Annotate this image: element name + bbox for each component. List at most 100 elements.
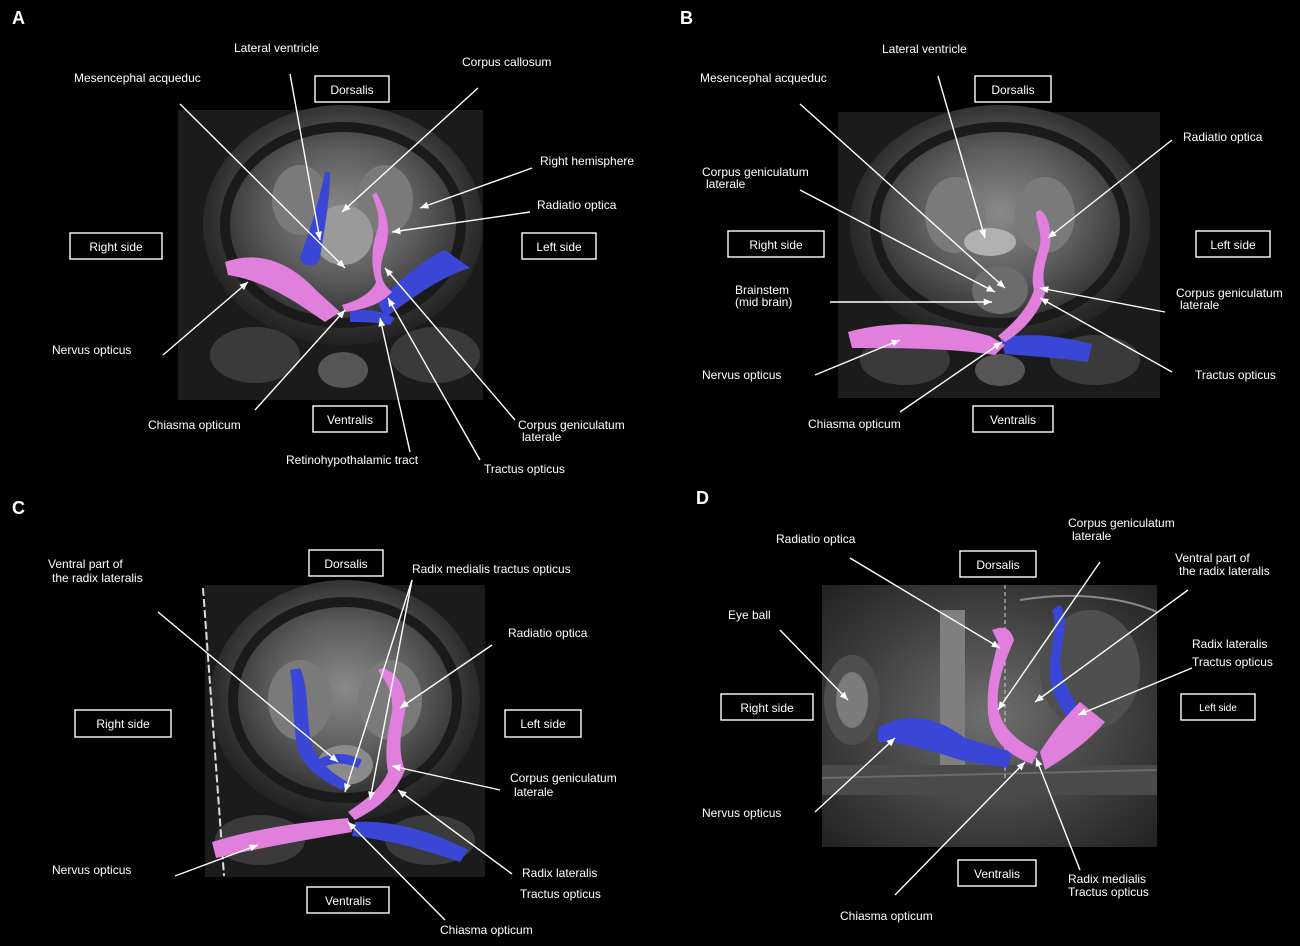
panel-c-right-side-label: Right side: [96, 717, 150, 731]
panel-c-leader-lines: [157, 579, 513, 921]
panel-c-label-chiasma-opticum: Chiasma opticum: [440, 923, 533, 937]
panel-c-left-side-label: Left side: [520, 717, 566, 731]
panel-d-dorsalis-label: Dorsalis: [976, 558, 1019, 572]
panel-a-ventralis-label: Ventralis: [327, 413, 373, 427]
panel-d-mri-image: [821, 585, 1158, 847]
panel-b-dorsalis-box: [974, 75, 1052, 103]
panel-c-label-radix-medialis: Radix medialis tractus opticus: [412, 562, 571, 576]
panel-d-label-radiatio-optica: Radiatio optica: [776, 532, 856, 546]
panel-d-right-side-box: [720, 693, 814, 721]
panel-a-ventralis-box: [312, 405, 388, 433]
panel-c-label-cgl-line2: laterale: [514, 785, 554, 799]
panel-d-label-radix-lateralis-line1: Radix lateralis: [1192, 637, 1267, 651]
panel-b-label-tractus-opticus: Tractus opticus: [1195, 368, 1276, 382]
panel-b-right-side-label: Right side: [749, 238, 803, 252]
panel-d-leader-lines: [779, 557, 1193, 896]
panel-d-label-chiasma-opticum: Chiasma opticum: [840, 909, 933, 923]
panel-a-label-cgl-line2: laterale: [522, 430, 562, 444]
panel-c-label-cgl-line1: Corpus geniculatum: [510, 771, 617, 785]
panel-a-left-side-label: Left side: [536, 240, 582, 254]
panel-d-letter: D: [696, 488, 709, 508]
panel-d-pink-nerve: [1040, 702, 1105, 770]
panel-a-label-chiasma-opticum: Chiasma opticum: [148, 418, 241, 432]
panel-c-blue-nerve: [352, 821, 468, 862]
panel-a-label-right-hemisphere: Right hemisphere: [540, 154, 634, 168]
panel-b-mri-image: [838, 105, 1160, 398]
panel-d-fiber-tracts: [878, 605, 1105, 770]
panel-a-dorsalis-label: Dorsalis: [330, 83, 373, 97]
panel-d-label-nervus-opticus: Nervus opticus: [702, 806, 781, 820]
panel-a-label-nervus-opticus: Nervus opticus: [52, 343, 131, 357]
panel-c-ventralis-label: Ventralis: [325, 894, 371, 908]
panel-b-left-side-box: [1195, 230, 1271, 258]
panel-c-fiber-tracts: [212, 668, 468, 862]
panel-a-label-retinohypothalamic: Retinohypothalamic tract: [286, 453, 419, 467]
panel-c-blue-branch: [318, 754, 362, 768]
panel-d-left-side-box: [1180, 693, 1256, 721]
panel-b-ventralis-label: Ventralis: [990, 413, 1036, 427]
panel-a-mri-image: [178, 105, 483, 400]
panel-b-label-chiasma-opticum: Chiasma opticum: [808, 417, 901, 431]
panel-d-ventralis-box: [957, 859, 1037, 887]
panel-c-letter: C: [12, 498, 25, 518]
panel-b-pink-nerve: [848, 324, 1005, 355]
panel-a-fiber-tracts: [225, 172, 470, 325]
panel-d: D Dorsalis Ventralis Right side Left sid…: [696, 488, 1273, 923]
panel-c-label-ventral-part-line2: the radix lateralis: [52, 571, 143, 585]
panel-b-label-lateral-ventricle: Lateral ventricle: [882, 42, 967, 56]
panel-d-pink-tract: [987, 627, 1038, 764]
panel-b-right-side-box: [727, 230, 825, 258]
panel-b-blue-nerve: [1000, 335, 1092, 362]
panel-a-leader-lines: [162, 73, 533, 461]
panel-d-dorsalis-box: [959, 550, 1037, 578]
panel-b-label-cgl-left-line2: laterale: [706, 177, 746, 191]
panel-c-left-side-box: [504, 709, 582, 738]
panel-d-right-side-label: Right side: [740, 701, 794, 715]
panel-d-ventralis-label: Ventralis: [974, 867, 1020, 881]
panel-c-dorsalis-label: Dorsalis: [324, 557, 367, 571]
panel-b-dorsalis-label: Dorsalis: [991, 83, 1034, 97]
panel-a-blue-chiasma: [350, 310, 395, 325]
panel-c-label-radiatio-optica: Radiatio optica: [508, 626, 588, 640]
panel-c: C Dorsalis Ventralis Right side Left sid…: [12, 498, 617, 937]
panel-b-pink-tract: [998, 210, 1051, 342]
panel-a-label-mesencephal: Mesencephal acqueduc: [74, 71, 201, 85]
panel-b-label-nervus-opticus: Nervus opticus: [702, 368, 781, 382]
panel-d-label-radix-medialis-line1: Radix medialis: [1068, 872, 1146, 886]
panel-c-label-radix-lateralis-line1: Radix lateralis: [522, 866, 597, 880]
panel-d-label-radix-lateralis-line2: Tractus opticus: [1192, 655, 1273, 669]
panel-a-label-tractus-opticus: Tractus opticus: [484, 462, 565, 476]
panel-a-pink-tract: [342, 192, 392, 312]
panel-b-label-cgl-right-line2: laterale: [1180, 298, 1220, 312]
panel-b-label-radiatio-optica: Radiatio optica: [1183, 130, 1263, 144]
panel-a: A Dorsalis Ventralis Right side Left sid…: [12, 8, 634, 476]
panel-c-dorsalis-box: [308, 549, 384, 577]
panel-c-label-nervus-opticus: Nervus opticus: [52, 863, 131, 877]
panel-c-blue-tract: [290, 668, 348, 790]
panel-a-pink-nerve: [225, 257, 340, 322]
panel-a-right-side-box: [69, 232, 163, 260]
panel-b-fiber-tracts: [848, 210, 1092, 362]
panel-d-blue-nerve: [878, 717, 1012, 768]
panel-a-label-radiatio-optica: Radiatio optica: [537, 198, 617, 212]
panel-b: B Dorsalis Ventralis Right side Left sid…: [680, 8, 1283, 433]
panel-a-blue-tract: [300, 172, 330, 266]
panel-a-blue-nerve: [378, 250, 470, 318]
panel-d-label-eye-ball: Eye ball: [728, 608, 771, 622]
panel-b-leader-lines: [799, 75, 1173, 413]
panel-a-dorsalis-box: [314, 75, 390, 103]
panel-c-pink-nerve: [212, 818, 352, 858]
panel-d-label-radix-medialis-line2: Tractus opticus: [1068, 885, 1149, 899]
panel-c-ventralis-box: [306, 886, 390, 914]
panel-b-label-mesencephal: Mesencephal acqueduc: [700, 71, 827, 85]
panel-a-label-cgl-line1: Corpus geniculatum: [518, 418, 625, 432]
panel-a-letter: A: [12, 8, 25, 28]
panel-b-label-brainstem-line2: (mid brain): [735, 295, 792, 309]
panel-d-label-ventral-part-line2: the radix lateralis: [1179, 564, 1270, 578]
panel-b-label-brainstem-line1: Brainstem: [735, 283, 789, 297]
panel-d-label-ventral-part-line1: Ventral part of: [1175, 551, 1250, 565]
panel-b-letter: B: [680, 8, 693, 28]
panel-d-label-cgl-line2: laterale: [1072, 529, 1112, 543]
panel-c-right-side-box: [74, 709, 172, 738]
